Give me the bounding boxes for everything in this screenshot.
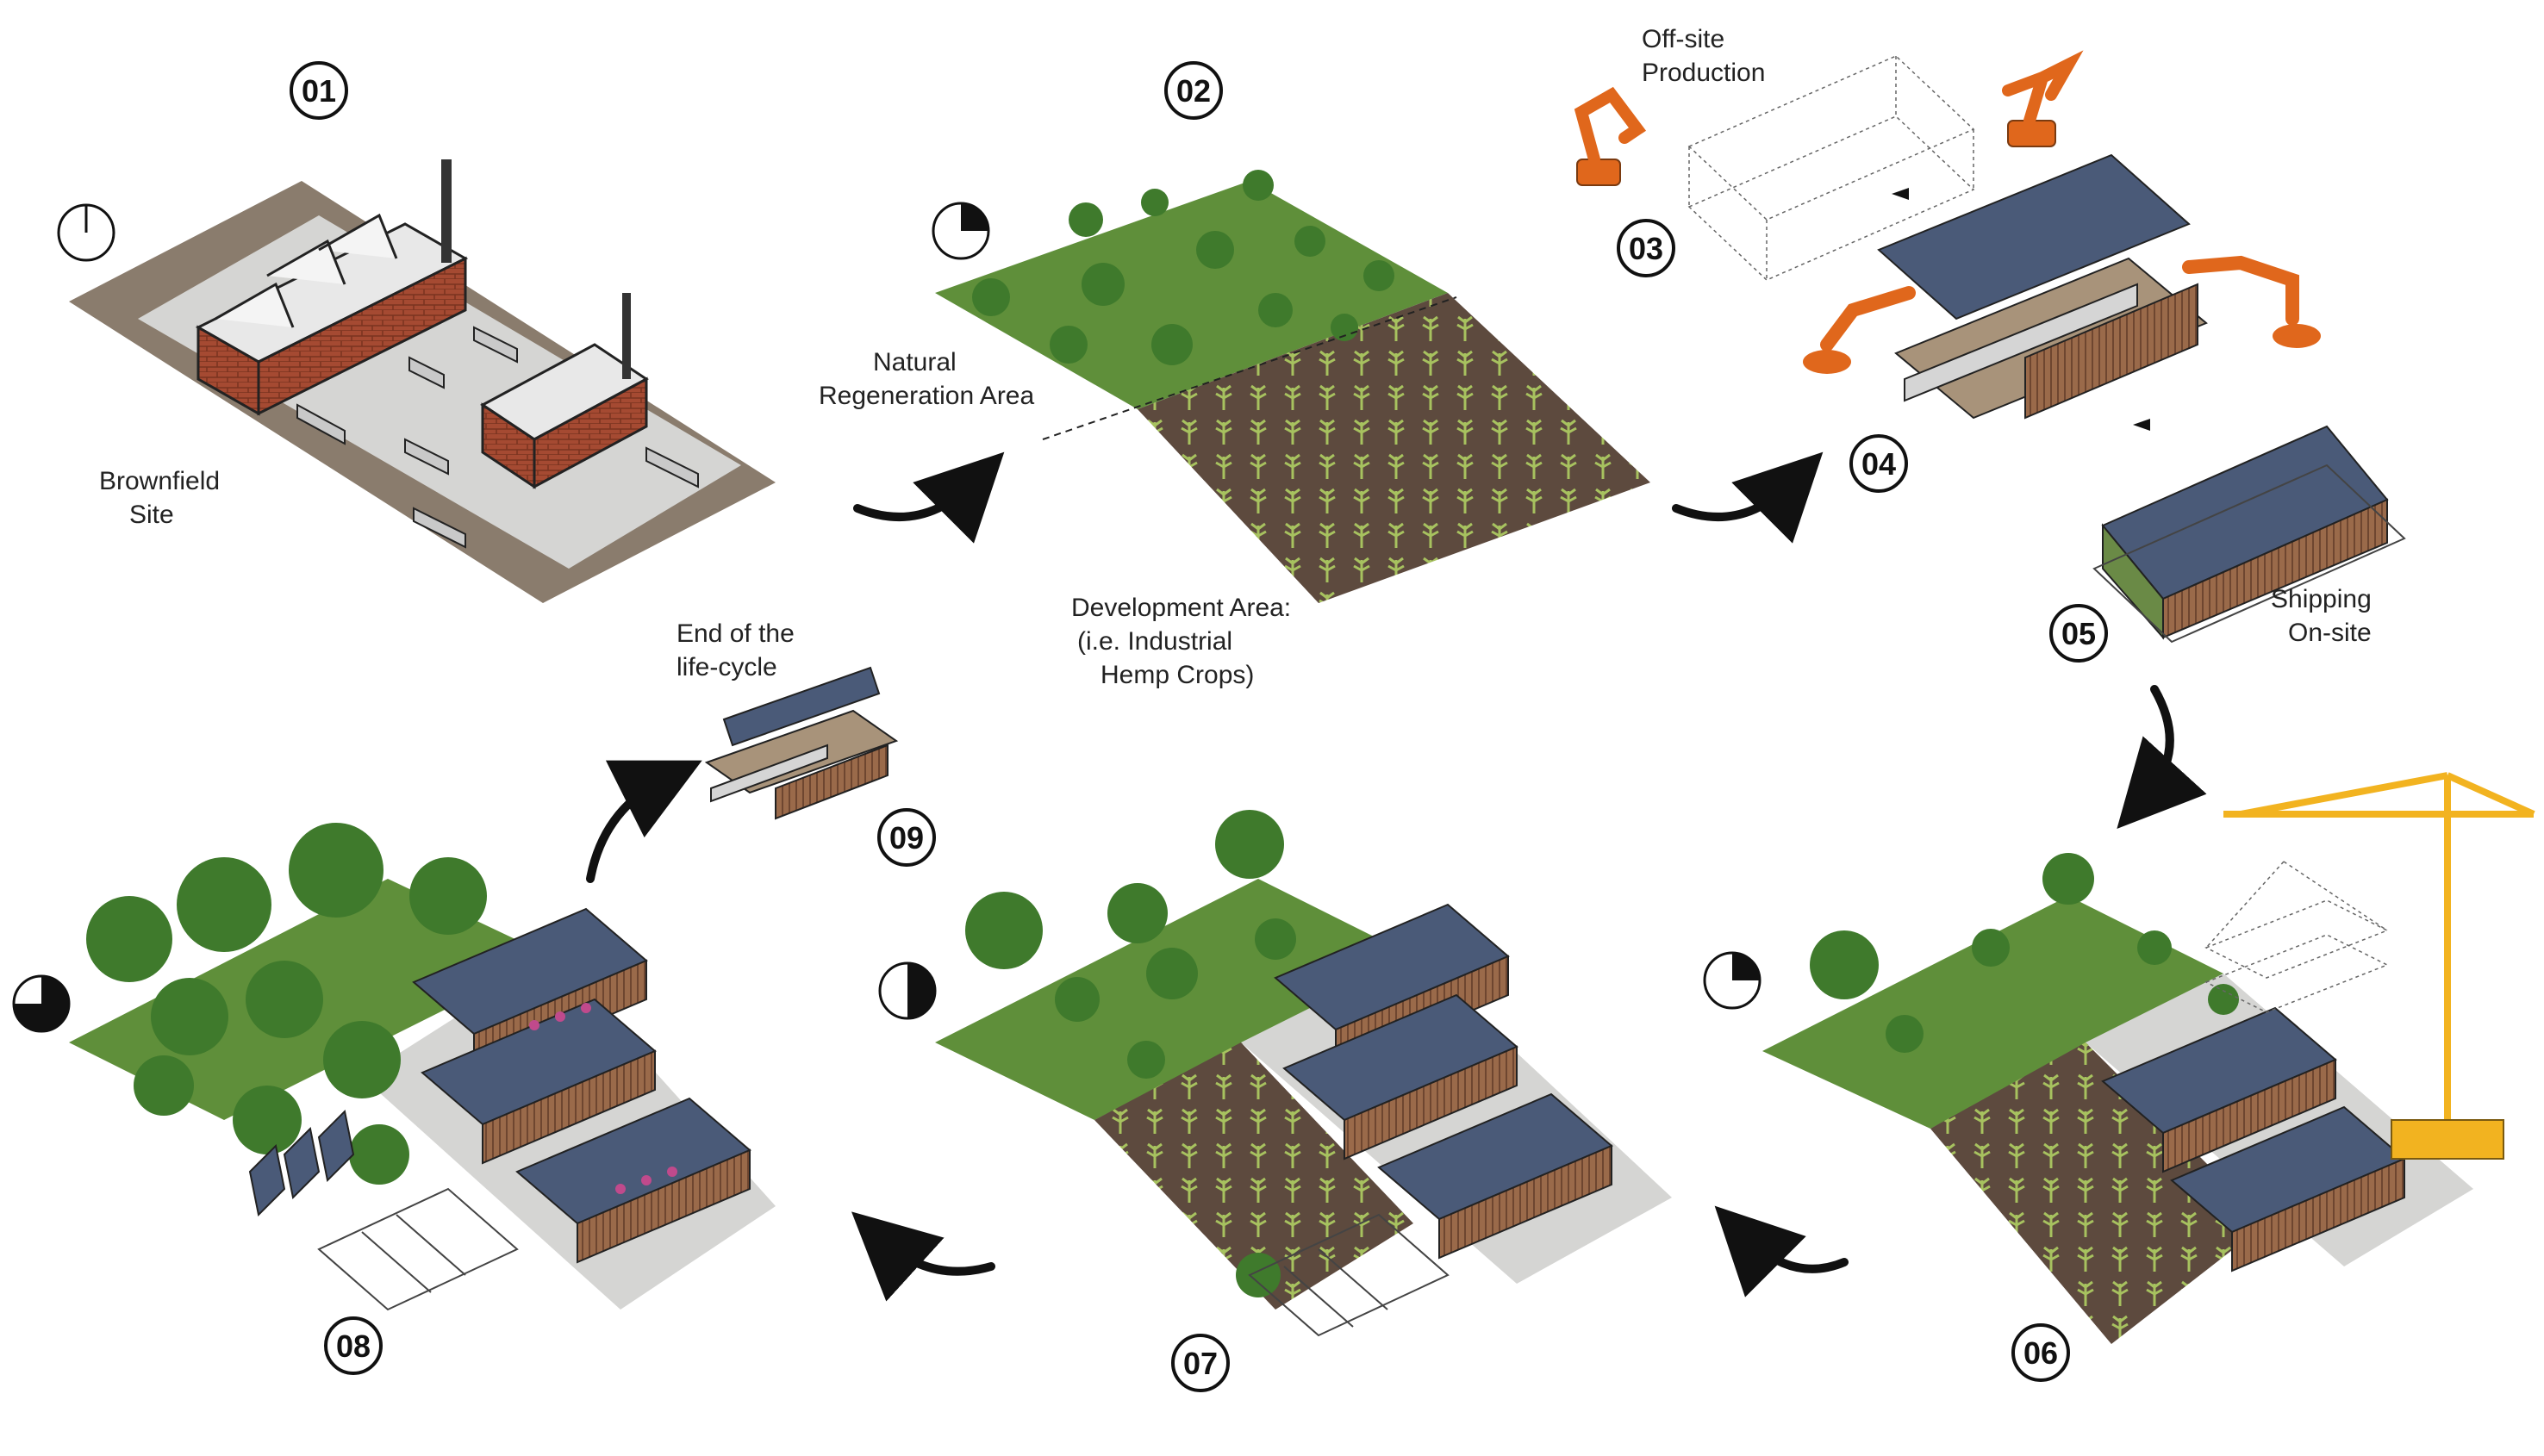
step-badge-07: 07 xyxy=(1171,1334,1230,1392)
site-06-modules xyxy=(2101,1006,2406,1272)
development-label-line-3: Hemp Crops) xyxy=(1101,661,1254,689)
wall-panel xyxy=(2024,283,2198,420)
arrow-08-to-09 xyxy=(586,760,702,883)
step-04-assembly xyxy=(1803,153,2321,431)
clock-icon-01 xyxy=(57,203,115,262)
step-badge-01: 01 xyxy=(290,61,348,120)
step-03-offsite-production: Off-site Production xyxy=(1574,25,2084,281)
robot-bases xyxy=(1803,324,2321,374)
module-end xyxy=(2102,523,2164,640)
step-09-label-line-2: life-cycle xyxy=(677,653,777,681)
step-number-02: 02 xyxy=(1176,73,1211,109)
module-base xyxy=(2092,464,2406,644)
step-number-08: 08 xyxy=(336,1328,371,1364)
rooftop-gardens xyxy=(529,1003,677,1194)
eol-roof-panel xyxy=(722,666,881,747)
step-badge-08: 08 xyxy=(324,1316,383,1375)
step-badge-06: 06 xyxy=(2011,1323,2070,1382)
tower-crane xyxy=(2223,772,2535,1129)
step-badge-04: 04 xyxy=(1849,434,1908,493)
step-badge-09: 09 xyxy=(877,808,936,867)
step-badge-05: 05 xyxy=(2049,604,2108,663)
site-06-grass xyxy=(1762,896,2223,1129)
step-badge-03: 03 xyxy=(1617,219,1675,277)
step-03-label-line-1: Off-site xyxy=(1642,25,1724,53)
arrow-05-to-06 xyxy=(2117,685,2207,830)
step-05-shipping: Shipping On-site xyxy=(2092,425,2406,647)
cut-line xyxy=(1042,296,1457,440)
step-02-label-line-2: Regeneration Area xyxy=(819,382,1034,410)
step-number-03: 03 xyxy=(1629,231,1663,266)
step-01-label-line-1: Brownfield xyxy=(99,467,220,495)
step-03-label-line-2: Production xyxy=(1642,59,1765,87)
step-badge-02: 02 xyxy=(1164,61,1223,120)
step-02-regeneration-and-hemp: Natural Regeneration Area Development Ar… xyxy=(819,170,1650,689)
site-08-trees xyxy=(86,823,487,1185)
robot-arm-right xyxy=(2002,50,2084,147)
arrow-01-to-02 xyxy=(853,451,1005,544)
step-number-04: 04 xyxy=(1861,446,1896,482)
robot-arms-assembly xyxy=(1820,255,2299,352)
step-01-label-line-2: Site xyxy=(129,501,174,529)
factory-building-large xyxy=(195,159,469,416)
site-07-trees xyxy=(965,810,1296,1297)
clock-icon-06 xyxy=(1703,951,1761,1010)
step-number-07: 07 xyxy=(1183,1346,1218,1381)
arrow-02-to-04 xyxy=(1672,451,1824,544)
regeneration-trees xyxy=(972,170,1394,365)
step-06-first-phase xyxy=(1762,772,2535,1344)
wireframe-module xyxy=(1687,55,1975,281)
clock-icon-07 xyxy=(878,961,937,1020)
step-07-growth xyxy=(935,810,1672,1337)
step-09-label-line-1: End of the xyxy=(677,619,795,648)
roof-panel xyxy=(1877,153,2191,320)
hemp-crop-area xyxy=(1138,293,1650,603)
robot-arm-left xyxy=(1574,86,1647,186)
arrow-07-to-08 xyxy=(851,1211,995,1302)
step-number-01: 01 xyxy=(302,73,336,109)
site-07-greenhouse xyxy=(1248,1213,1450,1337)
development-label-line-1: Development Area: xyxy=(1071,594,1291,622)
trucks xyxy=(296,326,699,549)
step-09-end-of-life-cycle: End of the life-cycle xyxy=(677,619,899,820)
arrow-marker-2 xyxy=(2133,419,2150,431)
step-08-mature xyxy=(69,823,776,1311)
base-panel xyxy=(1904,283,2138,402)
solar-panels xyxy=(248,1109,355,1217)
clock-icon-02 xyxy=(932,202,990,260)
site-06-trees xyxy=(1810,853,2239,1053)
development-label-line-2: (i.e. Industrial xyxy=(1077,627,1232,656)
step-05-label-line-2: On-site xyxy=(2288,619,2372,647)
site-06-hemp xyxy=(1930,1042,2267,1344)
factory-building-small xyxy=(480,293,649,489)
eol-base-panel xyxy=(710,744,828,803)
step-number-09: 09 xyxy=(889,820,924,856)
arrow-marker-1 xyxy=(1892,188,1909,200)
clock-icon-08 xyxy=(12,974,71,1033)
eol-wall-panel xyxy=(775,744,889,820)
step-02-label-line-1: Natural xyxy=(873,348,957,376)
site-07-modules xyxy=(1274,903,1613,1260)
site-08-modules xyxy=(412,907,751,1264)
site-07-hemp xyxy=(1094,1042,1413,1310)
crane-load-wireframe xyxy=(2204,861,2389,1013)
step-number-06: 06 xyxy=(2023,1335,2058,1371)
step-01-brownfield-site: Brownfield Site xyxy=(69,159,776,603)
arrow-06-to-07 xyxy=(1714,1205,1849,1297)
step-05-label-line-1: Shipping xyxy=(2271,585,2372,613)
step-number-05: 05 xyxy=(2061,616,2096,651)
crane-base xyxy=(2391,1119,2504,1160)
flow-arrows xyxy=(586,451,2207,1302)
site-08-greenhouse xyxy=(317,1187,519,1311)
